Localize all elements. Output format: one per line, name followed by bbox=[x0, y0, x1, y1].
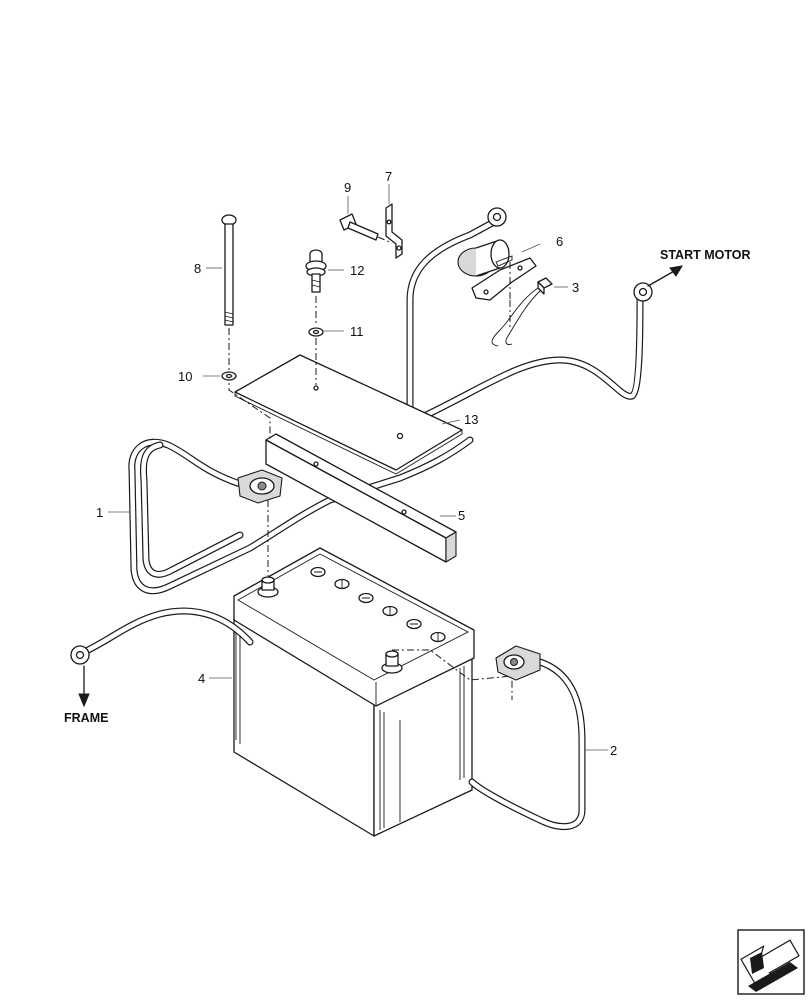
relay-6 bbox=[457, 239, 537, 301]
washer-10 bbox=[221, 371, 237, 381]
callout-1: 1 bbox=[96, 505, 103, 520]
vent-caps bbox=[310, 566, 446, 643]
frame-label: FRAME bbox=[64, 711, 108, 725]
callout-4: 4 bbox=[198, 671, 205, 686]
battery-cable-1 bbox=[128, 207, 653, 595]
battery-cable-2 bbox=[70, 607, 586, 831]
hold-down-plate-13 bbox=[234, 354, 463, 475]
bolt-12 bbox=[305, 249, 327, 293]
page-navigation-arrow-icon[interactable] bbox=[737, 929, 805, 995]
callout-12: 12 bbox=[350, 263, 364, 278]
callout-2: 2 bbox=[610, 743, 617, 758]
callout-9: 9 bbox=[344, 180, 351, 195]
leader-lines bbox=[108, 184, 608, 751]
battery-4 bbox=[233, 500, 513, 837]
callout-6: 6 bbox=[556, 234, 563, 249]
callout-numbers: 1 2 3 4 5 6 7 8 9 10 11 12 13 bbox=[96, 169, 617, 758]
connector-3 bbox=[491, 262, 553, 347]
callout-11: 11 bbox=[350, 324, 364, 339]
start-motor-label: START MOTOR bbox=[660, 248, 751, 262]
callout-10: 10 bbox=[178, 369, 192, 384]
callout-3: 3 bbox=[572, 280, 579, 295]
battery-terminal-positive bbox=[257, 576, 279, 598]
callout-8: 8 bbox=[194, 261, 201, 276]
long-bolt-8 bbox=[221, 214, 271, 440]
callout-7: 7 bbox=[385, 169, 392, 184]
bracket-7 bbox=[385, 203, 403, 259]
callout-5: 5 bbox=[458, 508, 465, 523]
battery-terminal-negative bbox=[381, 650, 403, 674]
frame-arrow bbox=[78, 665, 90, 708]
start-motor-arrow bbox=[647, 265, 683, 287]
hold-down-bar-5 bbox=[265, 433, 457, 563]
callout-13: 13 bbox=[464, 412, 478, 427]
washer-11 bbox=[308, 296, 324, 385]
bolt-9 bbox=[339, 213, 393, 244]
